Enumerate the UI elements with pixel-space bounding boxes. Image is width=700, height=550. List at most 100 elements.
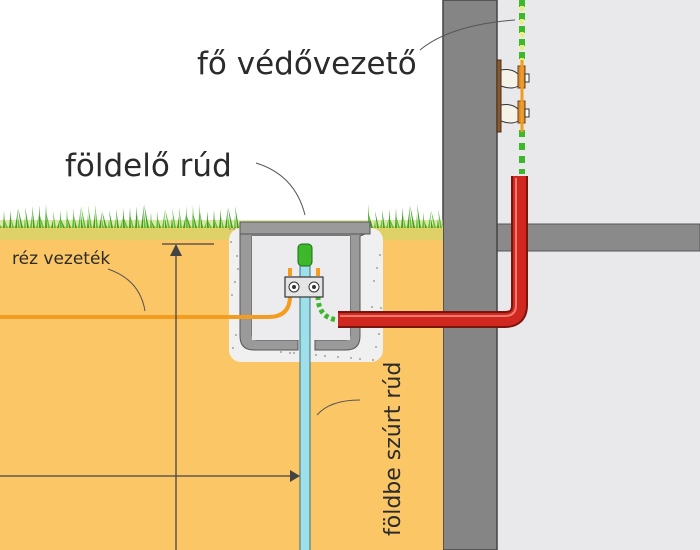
grass-blade [25,207,29,228]
grass-blade [417,204,421,228]
grass-blade [141,205,144,228]
concrete-dot [359,358,361,360]
grass-blade [207,219,212,228]
grass-blade [135,206,137,228]
label-driven-rod: földbe szúrt rúd [381,362,406,536]
grass-blade [130,215,134,228]
grass-blade [396,216,400,228]
grass-blade [24,216,26,228]
concrete-dot [380,307,382,309]
grass-blade [198,204,200,228]
grass-blade [213,210,215,228]
grass-blade [192,205,194,228]
grass-blade [368,212,373,228]
grass-blade [410,205,415,228]
grass-blade [172,208,176,228]
arrow-up-icon [170,244,182,256]
concrete-dot [232,347,234,349]
grass-blade [437,218,439,228]
grass-blade [438,209,442,228]
concrete-dot [230,241,232,243]
grass-blade [53,211,56,228]
grass-blade [30,215,32,228]
grass-blade [200,212,203,228]
concrete-dot [371,306,373,308]
grass-blade [183,215,186,228]
grass-blade [179,207,182,228]
grass-blade [60,218,65,228]
grass-blade [3,211,5,228]
interior-area [497,0,700,550]
grass-blade [74,216,77,228]
concrete-dot [280,351,282,353]
grass-blade [93,213,95,228]
grass-blade [102,211,107,228]
grass-blade [375,211,379,228]
grass-blade [225,208,228,228]
floor-beam [496,223,700,252]
label-main-protective-conductor: fő védővezető [197,46,417,82]
grass-blade [380,219,382,228]
grass-blade [87,214,89,228]
grass-blade [66,209,68,228]
grass-blade [102,220,104,228]
grass-blade [228,216,230,228]
grass-blade [95,204,98,228]
concrete-dot [379,254,381,256]
grass-blade [401,207,403,228]
wall-insulators [496,59,530,133]
grass-blade [165,209,170,228]
grass-blade [88,205,92,228]
pit-conductor [315,295,339,323]
grass-blade [0,224,2,228]
grass-blade [57,219,60,228]
concrete-dot [337,356,339,358]
grass-blade [416,213,418,228]
grass-blade [18,217,20,228]
grass-blade [46,212,50,228]
grass-blade [67,217,71,228]
arrow-right-icon [290,470,300,482]
grass-blade [204,220,207,228]
grass-blade [99,212,102,228]
wall [442,0,498,550]
concrete-dot [231,294,233,296]
concrete-dot [375,346,377,348]
label-copper-wire: réz vezeték [12,249,110,269]
grass-blade [382,210,385,228]
grass-blade [32,206,35,228]
concrete-dot [236,255,238,257]
concrete-dot [293,352,295,354]
grass-blade [144,204,149,228]
grass-blade [422,212,424,228]
rod-clamp [284,276,324,298]
concrete-dot [234,281,236,283]
grass-blade [162,210,165,228]
grass-blade [123,208,125,228]
concrete-dot [350,357,352,359]
grass-blade [424,220,427,228]
grass-blade [114,218,116,228]
grass-blade [431,219,433,228]
concrete-dot [289,352,291,354]
grass-blade [156,211,158,228]
grass-blade [18,208,23,228]
grass-blade [389,209,391,228]
grass-blade [177,216,179,228]
grass-blade [108,219,110,228]
concrete-dot [372,359,374,361]
grass-blade [4,219,8,228]
grass-blade [235,206,239,228]
grass-blade [165,218,167,228]
copper-wire [0,295,292,319]
dimension-lines [0,243,292,550]
grass-blade [221,217,224,228]
grass-blade [193,213,197,228]
concrete-dot [378,333,380,335]
leader-lines [107,19,516,416]
protective-pipe-fill [338,176,526,326]
grass-blade [60,210,62,228]
grass-blade [144,213,146,228]
concrete-dot [237,268,239,270]
